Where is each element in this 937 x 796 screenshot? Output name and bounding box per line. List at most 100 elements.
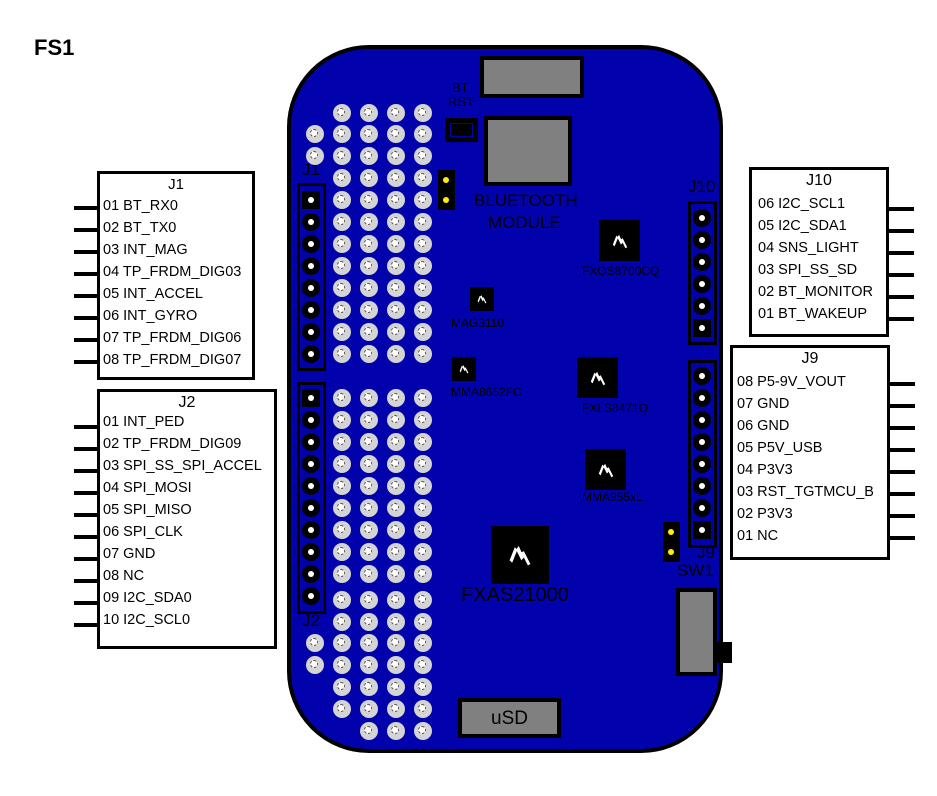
proto-hole (360, 345, 378, 363)
proto-hole (414, 521, 432, 539)
connector-j1-pin-label: 07 TP_FRDM_DIG06 (103, 330, 242, 346)
proto-hole (360, 455, 378, 473)
j10-header-pin (693, 319, 711, 337)
proto-hole (387, 323, 405, 341)
connector-j2-pin-stub (74, 557, 98, 561)
proto-hole (360, 591, 378, 609)
proto-hole (414, 389, 432, 407)
j2-header-pin (302, 433, 320, 451)
usd-slot: uSD (458, 698, 561, 738)
connector-j2-pin-stub (74, 535, 98, 539)
connector-j9-pin-label: 03 RST_TGTMCU_B (737, 484, 874, 500)
proto-hole (306, 147, 324, 165)
proto-hole (360, 613, 378, 631)
connector-j2-pin-label: 05 SPI_MISO (103, 502, 192, 518)
connector-j10-pin-label: 06 I2C_SCL1 (758, 196, 846, 212)
proto-hole (387, 125, 405, 143)
j9-header-pin (693, 521, 711, 539)
proto-hole (414, 565, 432, 583)
connector-j9-pin-label: 01 NC (737, 528, 779, 544)
proto-hole (387, 722, 405, 740)
j10-silk-label: J10 (688, 177, 716, 196)
proto-hole (360, 521, 378, 539)
connector-j2-pin-label: 10 I2C_SCL0 (103, 612, 191, 628)
proto-hole (360, 634, 378, 652)
proto-hole (333, 700, 351, 718)
connector-j10-pin-label: 02 BT_MONITOR (758, 284, 873, 300)
proto-hole (360, 678, 378, 696)
proto-hole (414, 656, 432, 674)
bt-rst-label-line2: RST (448, 94, 474, 109)
connector-j2-title: J2 (178, 394, 196, 411)
usd-label: uSD (491, 708, 528, 729)
sw1-switch[interactable] (676, 588, 717, 676)
j10-header-pin (693, 275, 711, 293)
chip-mma955xl-label: MMA955xL (582, 490, 643, 504)
proto-hole (333, 213, 351, 231)
chip-mag3110 (470, 287, 494, 311)
connector-j10-pin-stub (889, 251, 914, 255)
chip-fxos8700cq-label: FXOS8700CQ (582, 264, 660, 278)
proto-hole (333, 125, 351, 143)
j9-header-pin (693, 367, 711, 385)
chip-mma8652fc (452, 357, 476, 381)
connector-j10-title: J10 (806, 172, 832, 189)
proto-hole (360, 169, 378, 187)
connector-j9-pin-stub (890, 382, 915, 386)
connector-j9-pin-label: 04 P3V3 (737, 462, 793, 478)
proto-hole (414, 700, 432, 718)
connector-j1-title: J1 (168, 176, 184, 193)
proto-hole (387, 279, 405, 297)
proto-hole (360, 147, 378, 165)
chip-logo-icon (590, 371, 605, 385)
sw1-switch-lever[interactable] (715, 642, 732, 663)
chip-logo-icon (459, 365, 469, 374)
connector-j2-pin-stub (74, 513, 98, 517)
proto-hole (360, 700, 378, 718)
connector-j1-pin-label: 02 BT_TX0 (103, 220, 177, 236)
proto-hole (360, 389, 378, 407)
connector-j9-pin-stub (890, 514, 915, 518)
sw1-jumper[interactable] (663, 522, 680, 562)
proto-hole (387, 104, 405, 122)
proto-hole (333, 411, 351, 429)
j9-header-pin (693, 389, 711, 407)
bt-rst-button[interactable] (445, 118, 478, 142)
connector-j1-pin-stub (74, 294, 98, 298)
connector-j2-pin-stub (74, 579, 98, 583)
chip-mag3110-label: MAG3110 (451, 316, 505, 330)
chip-logo-icon (509, 545, 531, 566)
connector-j10-pin-stub (889, 207, 914, 211)
proto-hole (414, 257, 432, 275)
j2-header (297, 382, 326, 614)
proto-hole (414, 125, 432, 143)
proto-hole (360, 477, 378, 495)
connector-j2-pin-label: 07 GND (103, 546, 156, 562)
proto-hole (333, 257, 351, 275)
connector-j1-pin-label: 03 INT_MAG (103, 242, 188, 258)
proto-hole (387, 433, 405, 451)
proto-hole (414, 499, 432, 517)
proto-hole (414, 191, 432, 209)
connector-j10-pin-label: 03 SPI_SS_SD (758, 262, 858, 278)
proto-hole (306, 634, 324, 652)
proto-hole (387, 301, 405, 319)
proto-hole (360, 235, 378, 253)
j1-header-pin (302, 235, 320, 253)
proto-hole (387, 700, 405, 718)
connector-j1-pin-stub (74, 228, 98, 232)
proto-hole (360, 433, 378, 451)
proto-hole (333, 521, 351, 539)
proto-hole (414, 345, 432, 363)
connector-j2-pin-label: 09 I2C_SDA0 (103, 590, 192, 606)
proto-hole (360, 722, 378, 740)
j9-header-pin (693, 499, 711, 517)
proto-hole (414, 169, 432, 187)
proto-hole (414, 591, 432, 609)
connector-j1-pin-stub (74, 272, 98, 276)
connector-j2-pin-label: 02 TP_FRDM_DIG09 (103, 436, 242, 452)
bt-jumper[interactable] (438, 170, 455, 210)
proto-hole (387, 389, 405, 407)
